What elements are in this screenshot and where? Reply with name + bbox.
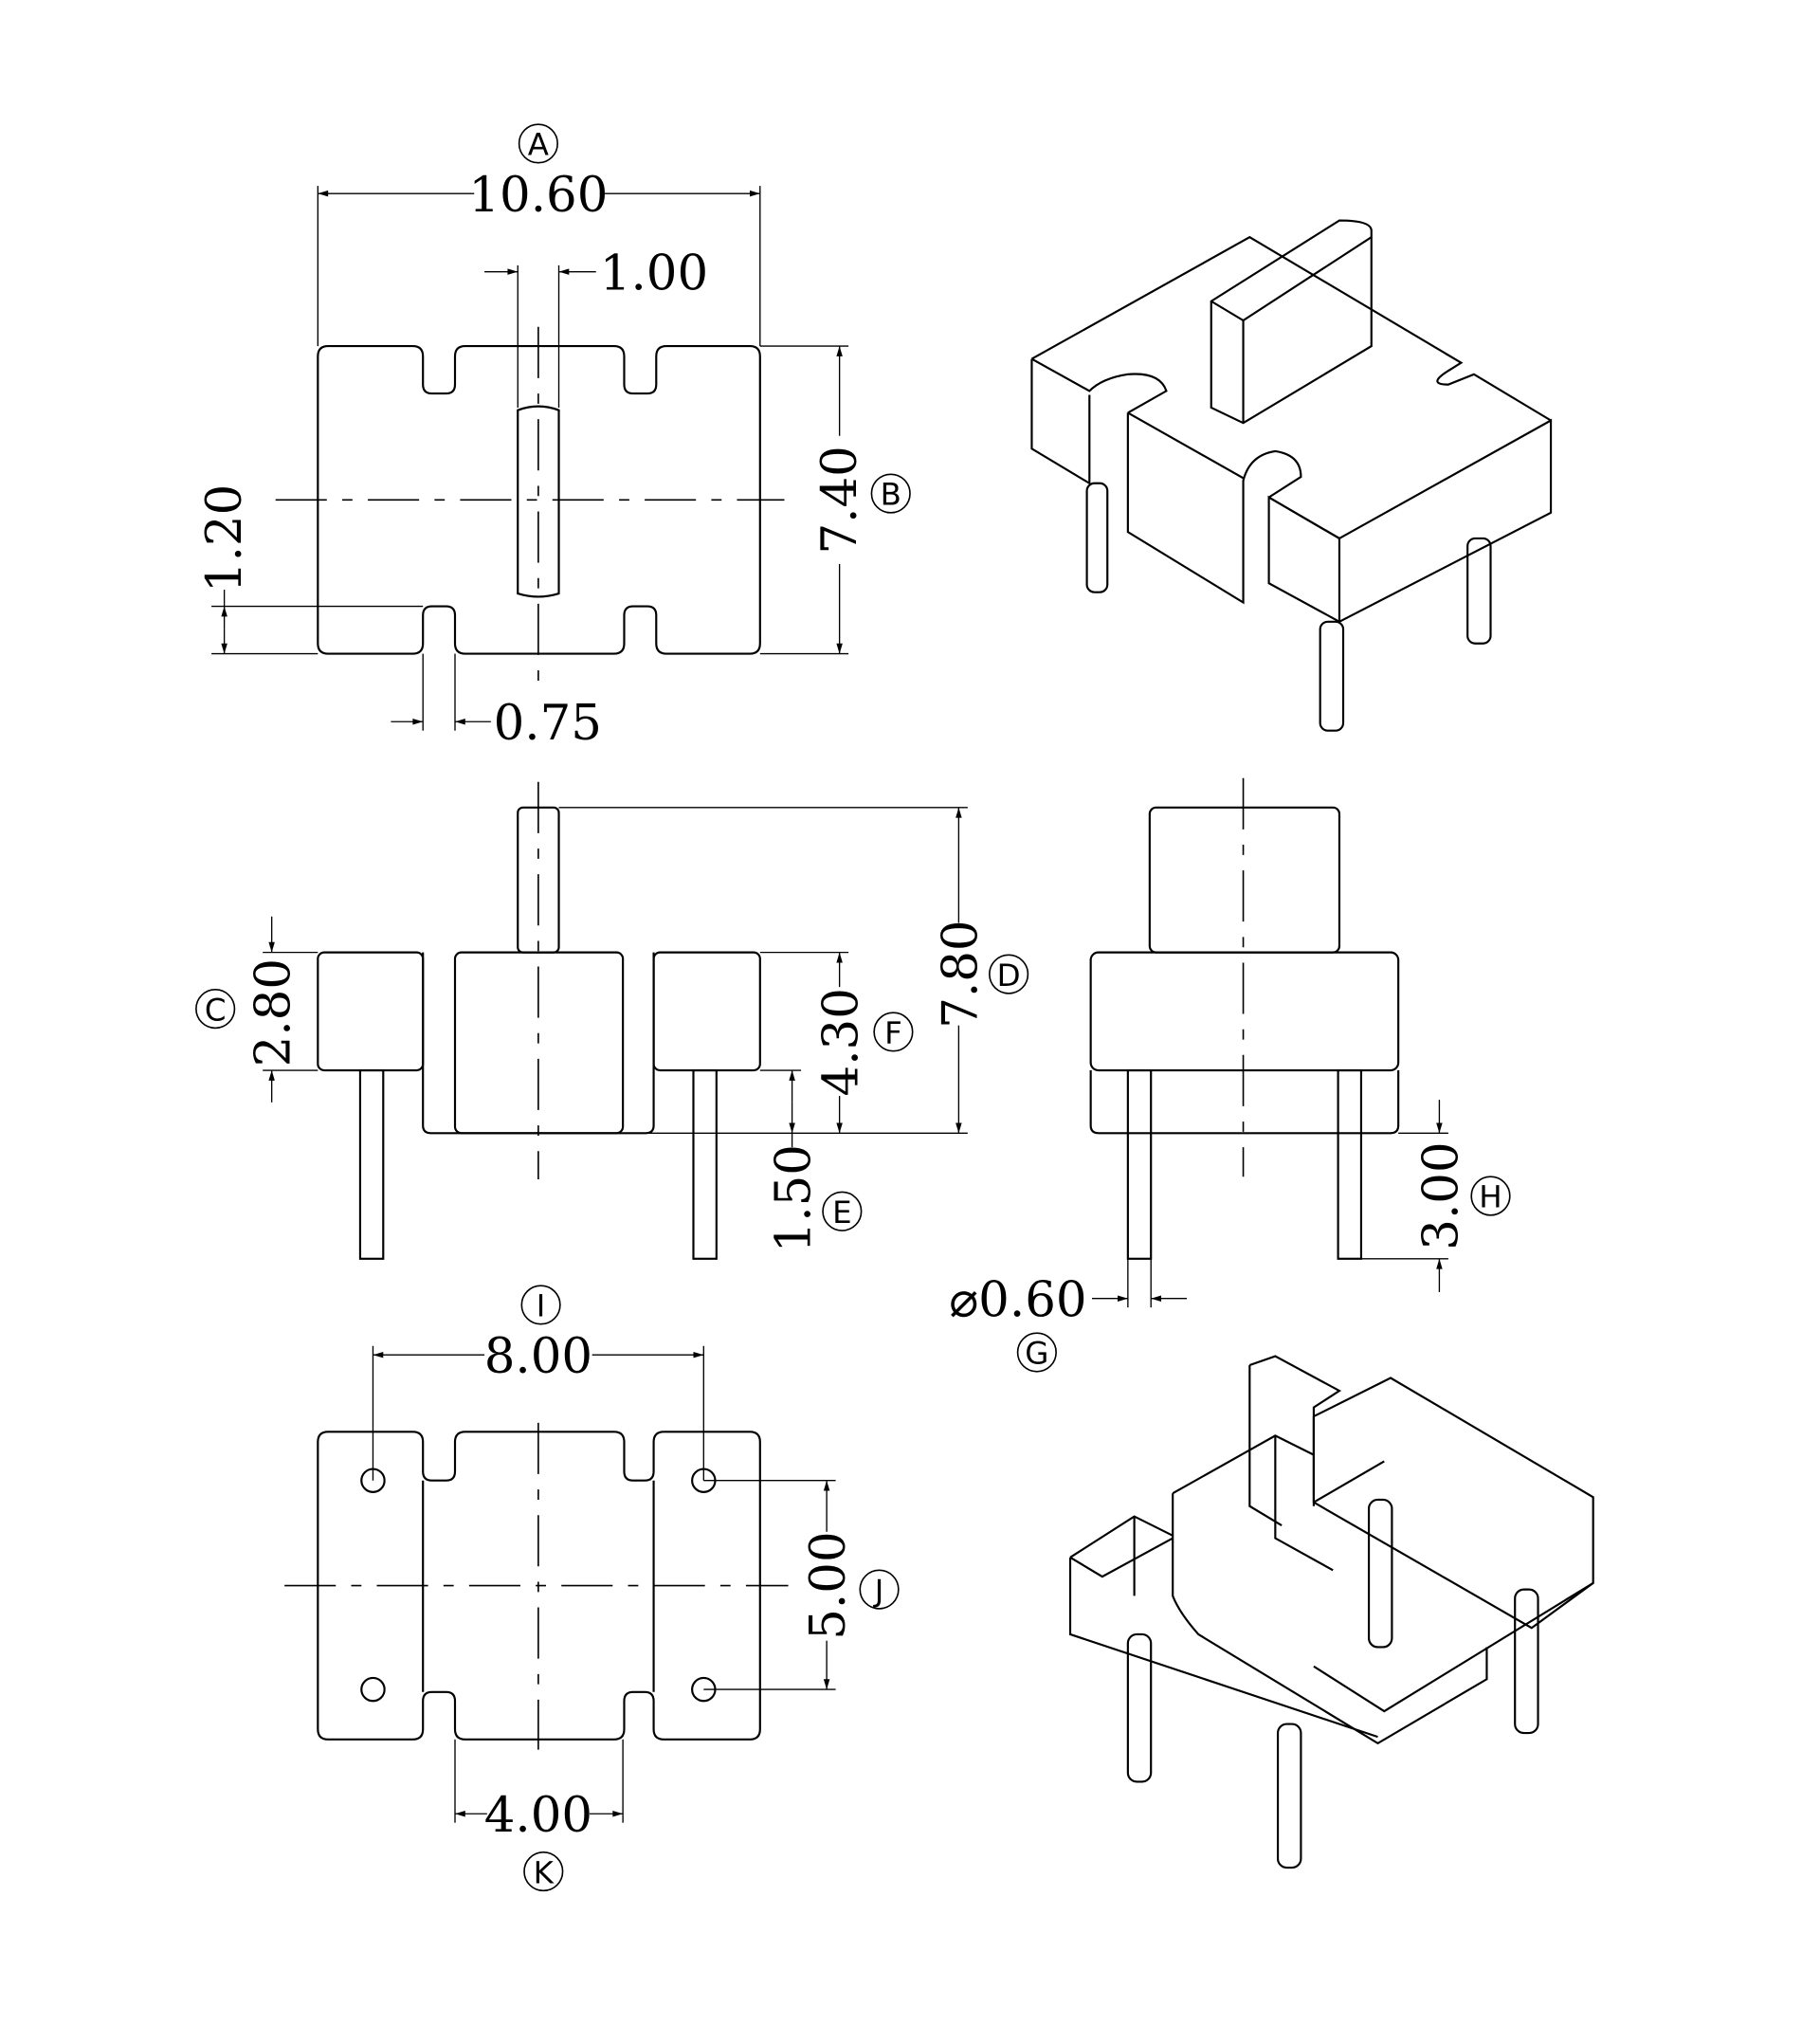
ref-j: J — [873, 1573, 884, 1609]
ref-h: H — [1479, 1179, 1502, 1215]
ref-g: G — [1025, 1336, 1048, 1372]
ref-b: B — [881, 477, 901, 513]
dim-7-80: 7.80 — [932, 920, 989, 1028]
dim-4-00: 4.00 — [484, 1787, 592, 1844]
dim-2-80: 2.80 — [246, 958, 302, 1067]
pin-hole — [360, 1676, 386, 1703]
ref-f: F — [884, 1015, 902, 1051]
dim-dia-0-60: ⌀0.60 — [949, 1272, 1086, 1329]
ref-i: I — [537, 1288, 546, 1324]
ref-a: A — [528, 127, 549, 163]
bottom-view: 8.00 I 5.00 J 4.00 K — [284, 1285, 900, 1892]
side-view: 3.00 H ⌀0.60 G — [949, 777, 1511, 1373]
ref-e: E — [832, 1194, 852, 1231]
isometric-view-bottom — [1068, 1355, 1594, 1869]
dim-0-75: 0.75 — [494, 695, 602, 752]
dim-3-00: 3.00 — [1412, 1141, 1469, 1249]
isometric-view-top — [1030, 219, 1553, 732]
dim-5-00: 5.00 — [800, 1531, 857, 1639]
dim-1-00: 1.00 — [600, 246, 708, 302]
dim-8-00: 8.00 — [484, 1328, 592, 1385]
dim-1-20: 1.20 — [196, 484, 253, 593]
front-view: 7.80 D 2.80 C 4.30 F 1.50 E — [195, 781, 1029, 1260]
dim-4-30: 4.30 — [813, 988, 870, 1096]
top-view-outline — [317, 344, 761, 655]
dim-1-50: 1.50 — [766, 1144, 823, 1252]
ref-k: K — [534, 1854, 555, 1890]
dim-7-40: 7.40 — [811, 446, 868, 554]
ref-d: D — [997, 957, 1021, 994]
dim-10-60: 10.60 — [468, 167, 608, 224]
top-view: 10.60 A 1.00 7.40 B 1.20 0.75 — [196, 123, 911, 752]
center-slot — [517, 405, 560, 598]
ref-c: C — [205, 992, 227, 1028]
